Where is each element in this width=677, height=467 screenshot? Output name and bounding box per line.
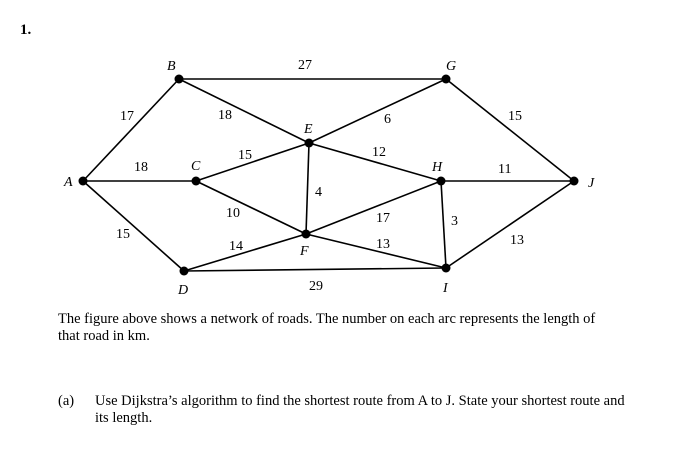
edge-weight-f-h: 17 (376, 211, 390, 226)
node-a (78, 176, 88, 186)
question-number: 1. (20, 22, 32, 38)
edge-weight-b-g: 27 (298, 58, 312, 73)
edge-weight-e-h: 12 (372, 145, 386, 160)
edge-weight-f-i: 13 (376, 237, 390, 252)
edge-weight-d-i: 29 (309, 279, 323, 294)
node-label-f: F (299, 244, 309, 259)
edge-i-j (445, 180, 575, 269)
node-d (179, 266, 189, 276)
edge-weight-e-f: 4 (315, 185, 322, 200)
edge-weight-h-i: 3 (451, 214, 458, 229)
node-label-c: C (191, 159, 201, 174)
road-network-diagram: 17 18 15 27 18 15 10 14 29 6 12 4 17 13 3 15 11 13 A B C D E F G… (63, 58, 595, 298)
edge-a-d (82, 180, 185, 272)
edge-f-h (305, 180, 442, 235)
edge-d-i (183, 267, 447, 272)
node-label-d: D (177, 283, 188, 298)
edge-d-f (183, 233, 307, 272)
edge-weight-c-e: 15 (238, 148, 252, 163)
edge-c-f (195, 180, 307, 235)
figure-description: The figure above shows a network of road… (58, 311, 596, 344)
node-b (174, 74, 184, 84)
edge-weight-g-j: 15 (508, 109, 522, 124)
node-label-h: H (431, 160, 443, 175)
node-label-i: I (442, 281, 449, 296)
edge-h-i (440, 180, 447, 269)
edge-weight-d-f: 14 (229, 239, 243, 254)
edge-b-e (178, 78, 310, 144)
edge-weight-c-f: 10 (226, 206, 240, 221)
edge-weight-a-b: 17 (120, 109, 134, 124)
node-h (436, 176, 446, 186)
node-label-b: B (167, 59, 176, 74)
edge-weight-a-c: 18 (134, 160, 148, 175)
edge-e-f (305, 142, 310, 235)
part-a-text: Use Dijkstra’s algorithm to find the sho… (95, 393, 625, 426)
part-a-label: (a) (58, 393, 75, 409)
edge-weight-b-e: 18 (218, 108, 232, 123)
edge-f-i (305, 233, 447, 269)
node-c (191, 176, 201, 186)
node-g (441, 74, 451, 84)
edge-weight-e-g: 6 (384, 112, 391, 127)
edge-weight-i-j: 13 (510, 233, 524, 248)
edge-g-j (445, 78, 575, 182)
question-part-a: (a) Use Dijkstra’s algorithm to find the… (58, 393, 628, 427)
node-label-j: J (588, 176, 595, 191)
node-e (304, 138, 314, 148)
node-f (301, 229, 311, 239)
edge-e-g (308, 78, 447, 144)
edge-e-h (308, 142, 442, 182)
node-i (441, 263, 451, 273)
node-j (569, 176, 579, 186)
node-label-g: G (446, 59, 456, 74)
node-label-a: A (63, 175, 73, 190)
node-label-e: E (303, 122, 313, 137)
edge-c-e (195, 142, 310, 182)
edge-weight-h-j: 11 (498, 162, 511, 177)
edge-weight-a-d: 15 (116, 227, 130, 242)
edge-a-b (82, 78, 180, 182)
